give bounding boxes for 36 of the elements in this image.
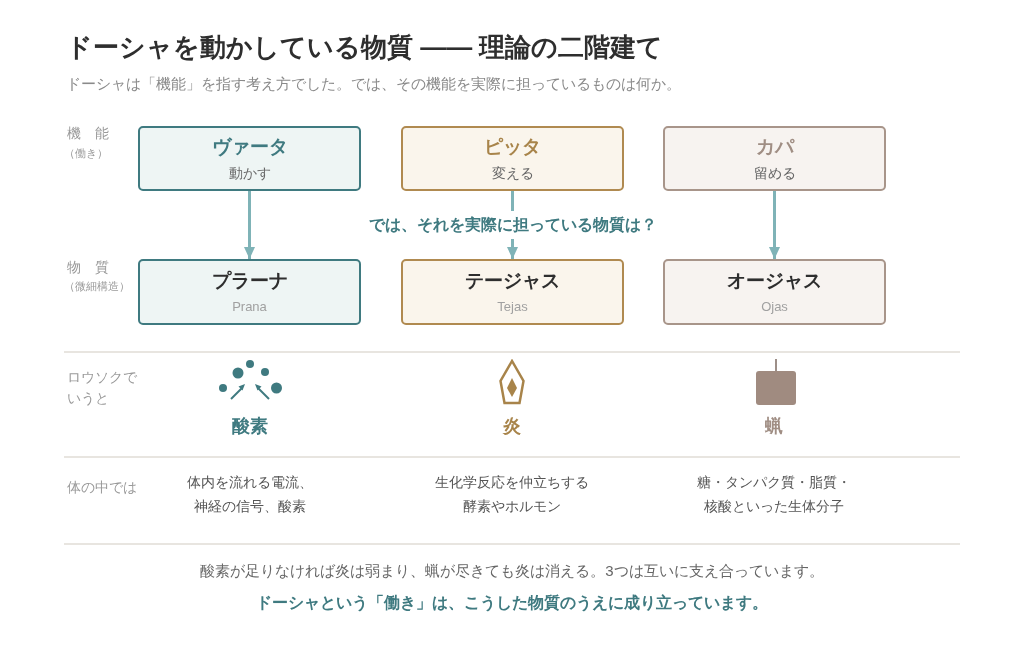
function-box [663,126,886,191]
description-text: 糖・タンパク質・脂質・核酸といった生体分子 [696,473,852,516]
title: ドーシャを動かしている物質 —— 理論の二階建て [66,31,664,64]
substance-name: 酸素 [232,415,268,438]
substance-name: 炎 [503,415,521,438]
node-title: テージャス [465,268,560,293]
node-subtitle: Ojas [761,297,788,316]
row-sublabel: （働き） [64,146,108,161]
function-box [138,126,361,191]
node-subtitle: 変える [491,164,534,183]
row-label: 機 能 [67,124,109,143]
substance-box [138,259,361,325]
substance-box [401,259,624,325]
summary-text: 酸素が足りなければ炎は弱まり、蝋が尽きても炎は消える。3つは互いに支え合っています。 [200,561,824,581]
function-box [401,126,624,191]
node-subtitle: Tejas [497,297,528,316]
node-subtitle: Prana [232,297,267,316]
row-label: 体の中では [67,478,137,497]
subtitle: ドーシャは「機能」を指す考え方でした。では、その機能を実際に担っているものは何か。 [66,74,681,94]
description-text: 体内を流れる電流、神経の信号、酸素 [186,473,314,516]
description-text: 生化学反応を仲立ちする酵素やホルモン [434,473,590,516]
node-subtitle: 留める [753,164,796,183]
arrow [244,191,255,259]
node-subtitle: 動かす [228,164,271,183]
substance-box [663,259,886,325]
node-title: カパ [755,135,794,159]
row-label: 物 質 [67,258,109,277]
conclusion-text: ドーシャという「働き」は、こうした物質のうえに成り立っています。 [256,593,768,614]
node-title: プラーナ [211,268,288,293]
row-sublabel: （微細構造） [64,279,130,294]
node-title: ヴァータ [211,135,288,159]
node-title: ピッタ [484,135,541,159]
arrow [769,191,780,259]
row-label: ロウソクでいうと [67,368,138,408]
node-title: オージャス [727,268,822,293]
substance-name: 蝋 [765,415,783,438]
